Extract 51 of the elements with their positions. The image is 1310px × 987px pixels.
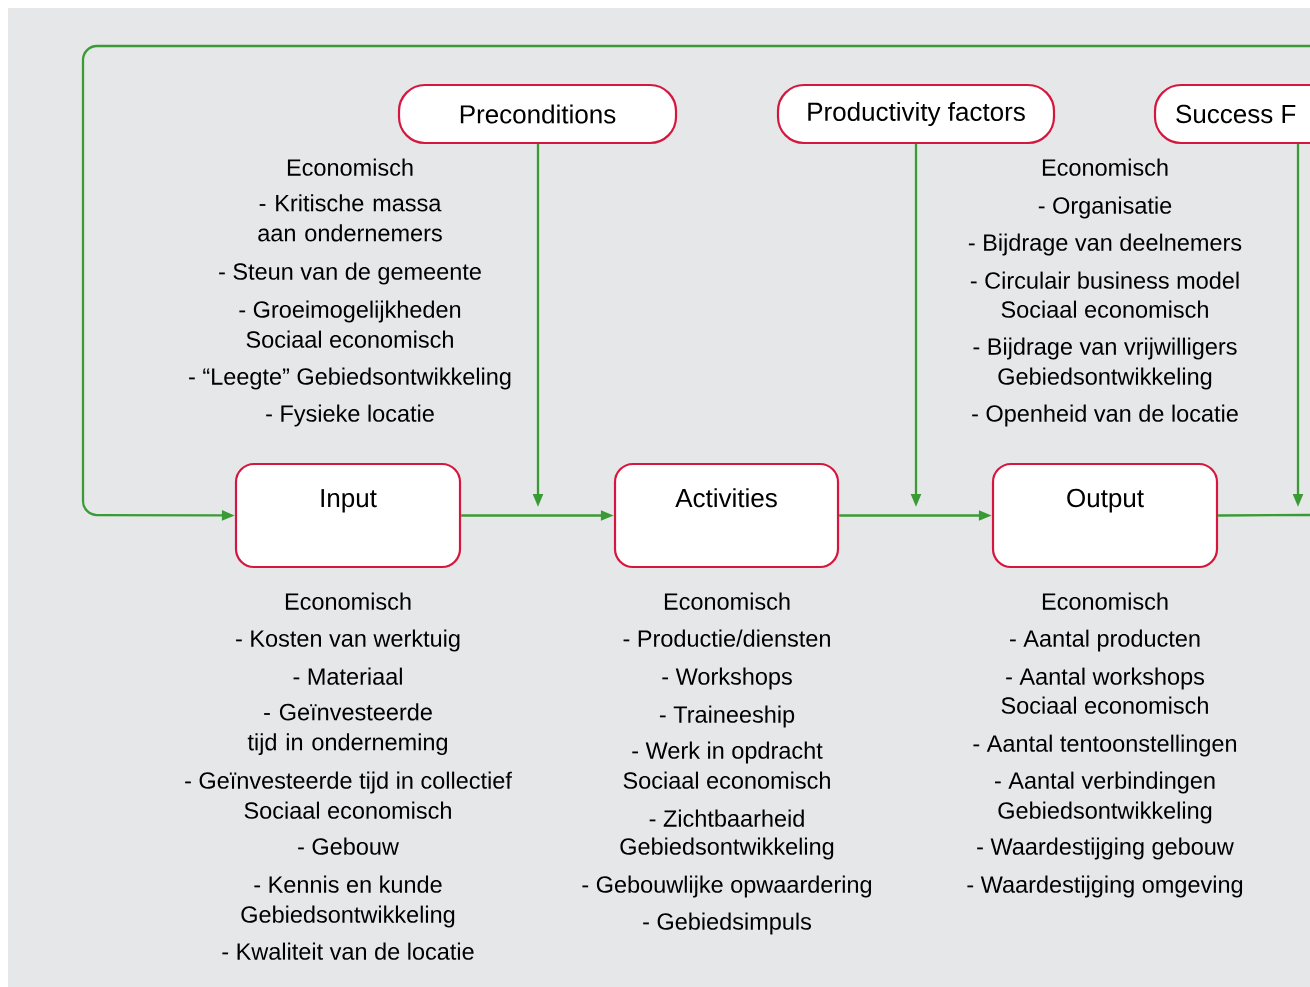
factor-box: Productivity factors [776, 83, 1056, 145]
process-box: Input [234, 462, 462, 569]
list-item: - Aantal producten [1010, 629, 1200, 652]
list-item: Gebiedsontwikkeling [620, 837, 834, 860]
list-item: - Aantal tentoonstellingen [973, 734, 1236, 757]
list-item: - Bijdrage van vrijwilligers [973, 337, 1237, 360]
list-item: Economisch [285, 592, 411, 610]
list-item: Economisch [664, 592, 790, 610]
factor-box: Preconditions [397, 83, 678, 145]
list-item: Sociaal economisch [246, 330, 453, 348]
list-item: - Kritische massa aan ondernemers [258, 194, 442, 242]
list-item: - Zichtbaarheid [649, 809, 804, 827]
list-item: Economisch [1042, 158, 1168, 176]
list-item: - Workshops [662, 667, 792, 690]
arrow [81, 44, 1310, 521]
list-item: Gebiedsontwikkeling [241, 905, 455, 928]
list-item: - Steun van de gemeente [219, 262, 481, 285]
list-item: Sociaal economisch [1001, 300, 1208, 318]
process-box: Activities [613, 462, 840, 569]
list-item: - Geïnvesteerde tijd in collectief [185, 771, 512, 794]
list-item: - Gebouwlijke opwaardering [582, 875, 872, 898]
list-item: Economisch [1042, 592, 1168, 610]
list-item: Sociaal economisch [244, 801, 451, 819]
list-item: - Waardestijging gebouw [977, 837, 1234, 860]
list-item: Gebiedsontwikkeling [998, 367, 1212, 390]
list-item: - Kosten van werktuig [236, 629, 460, 652]
list-item: - Fysieke locatie [266, 404, 434, 427]
list-item: - Kennis en kunde [254, 875, 442, 893]
list-item: - Productie/diensten [623, 629, 830, 647]
list-item: - Organisatie [1038, 196, 1172, 219]
list-item: Sociaal economisch [623, 771, 830, 789]
list-item: - Kwaliteit van de locatie [222, 942, 474, 960]
list-item: - Aantal workshops [1006, 667, 1205, 690]
process-box: Output [991, 462, 1219, 569]
factor-box: Success F [1153, 83, 1310, 145]
list-item: - Openheid van de locatie [972, 404, 1238, 427]
list-item: Economisch [287, 158, 413, 176]
list-item: - Waardestijging omgeving [967, 875, 1243, 898]
list-item: Gebiedsontwikkeling [998, 801, 1212, 824]
list-item: - Materiaal [293, 667, 402, 685]
list-item: - Circulair business model [970, 271, 1239, 289]
list-item: - Geïnvesteerde tijd in onderneming [247, 703, 447, 756]
list-item: - “Leegte” Gebiedsontwikkeling [189, 367, 511, 390]
list-item: - Gebouw [298, 837, 399, 855]
list-item: - Aantal verbindingen [995, 771, 1215, 794]
list-item: - Werk in opdracht [632, 741, 823, 764]
list-item: - Bijdrage van deelnemers [968, 233, 1242, 256]
list-item: Sociaal economisch [1001, 696, 1208, 714]
list-item: - Gebiedsimpuls [643, 912, 811, 935]
list-item: - Groeimogelijkheden [239, 300, 461, 323]
list-item: - Traineeship [659, 705, 795, 728]
